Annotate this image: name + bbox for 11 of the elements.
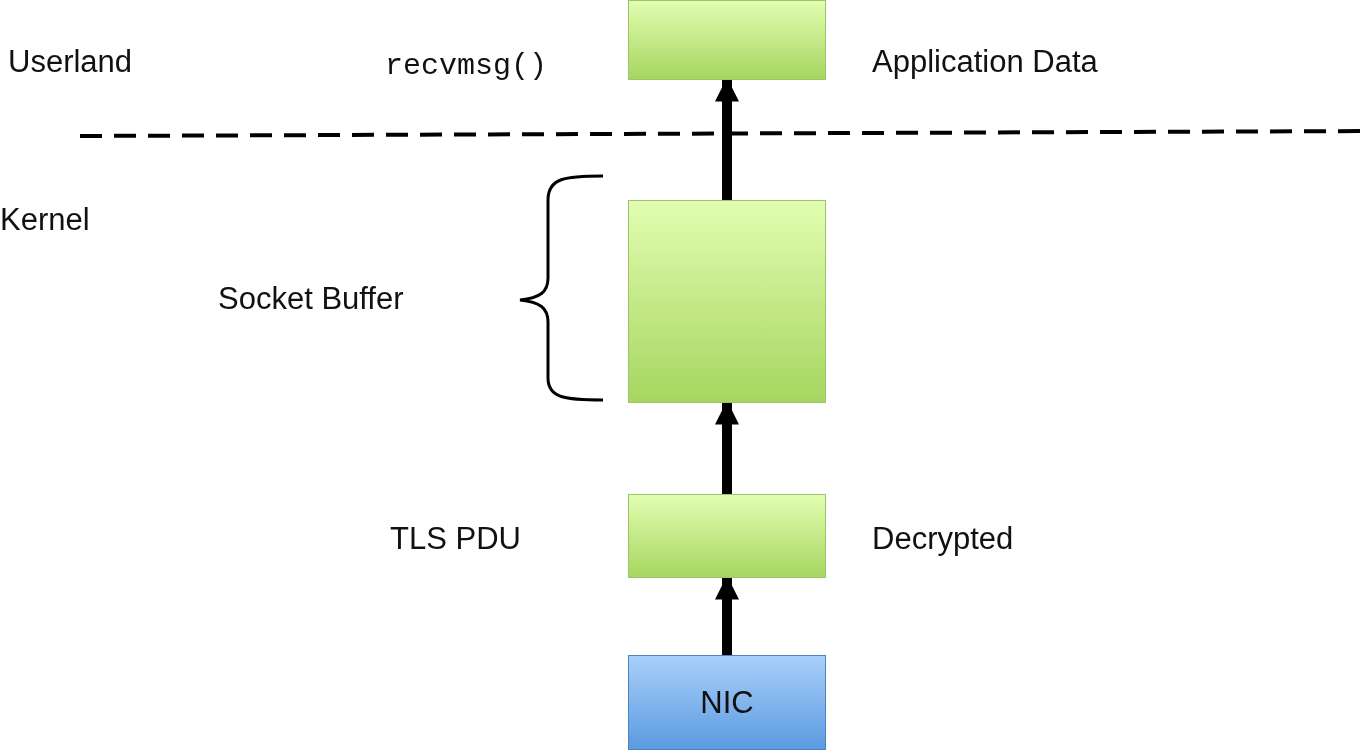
node-caption: Application Data: [872, 45, 1098, 80]
buffer-box: [628, 0, 826, 80]
bracket-label: Socket Buffer: [218, 282, 404, 317]
layer-label: Kernel: [0, 203, 90, 238]
buffer-box: [628, 200, 826, 403]
node-caption: TLS PDU: [390, 522, 521, 557]
node-caption: Decrypted: [872, 522, 1014, 557]
buffer-box: [628, 494, 826, 578]
process-box: NIC: [628, 655, 826, 750]
layer-label: Userland: [8, 45, 133, 80]
function-call-label: recvmsg(): [385, 50, 548, 83]
